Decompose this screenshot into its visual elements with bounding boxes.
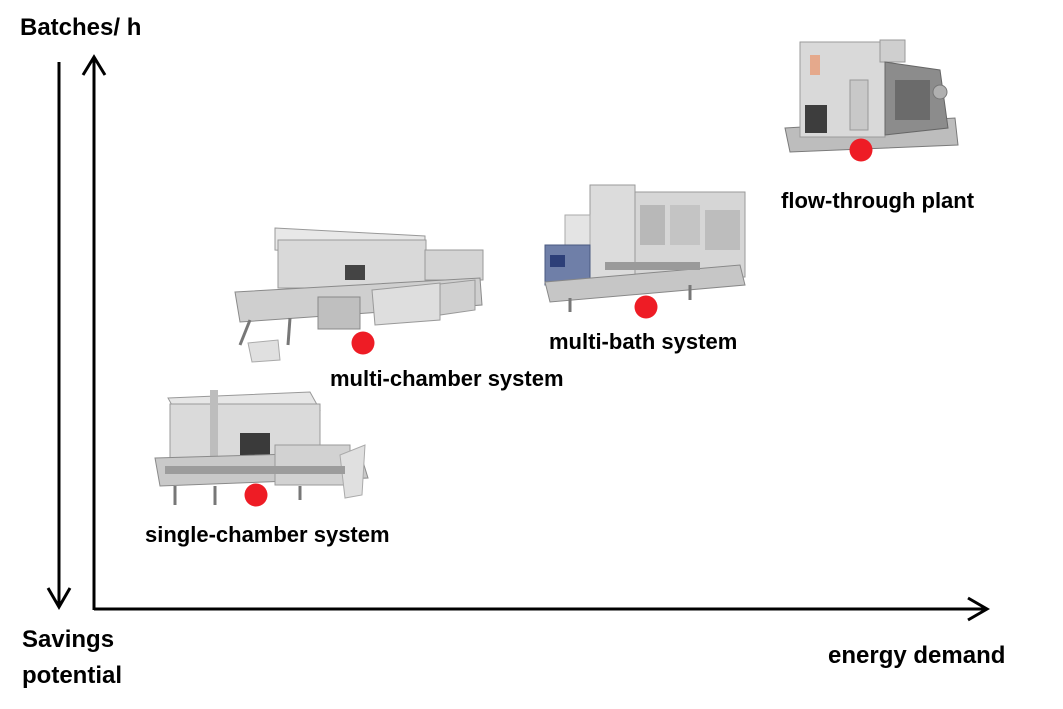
- energy-axis-arrowhead: [967, 596, 990, 622]
- savings-label-line2: potential: [22, 662, 122, 689]
- flow-through-marker: [849, 138, 873, 162]
- savings-axis-arrowhead: [46, 587, 72, 610]
- multi-bath-marker: [634, 295, 658, 319]
- single-chamber-marker: [244, 483, 268, 507]
- batches-axis-arrowhead: [81, 54, 107, 76]
- multi-chamber-label: multi-chamber system: [330, 366, 564, 391]
- flow-through-machine-image: [784, 39, 959, 153]
- single-chamber-label: single-chamber system: [145, 522, 390, 547]
- flow-through-label: flow-through plant: [781, 188, 975, 213]
- single-chamber-machine-image: [154, 390, 369, 505]
- energy-demand-label: energy demand: [828, 642, 1006, 669]
- savings-label-line1: Savings: [22, 626, 115, 653]
- multi-bath-machine-image: [544, 184, 746, 312]
- multi-chamber-marker: [351, 331, 375, 355]
- batches-per-hour-label: Batches/ h: [20, 14, 142, 41]
- multi-chamber-machine-image: [234, 227, 484, 363]
- multi-bath-label: multi-bath system: [549, 329, 738, 354]
